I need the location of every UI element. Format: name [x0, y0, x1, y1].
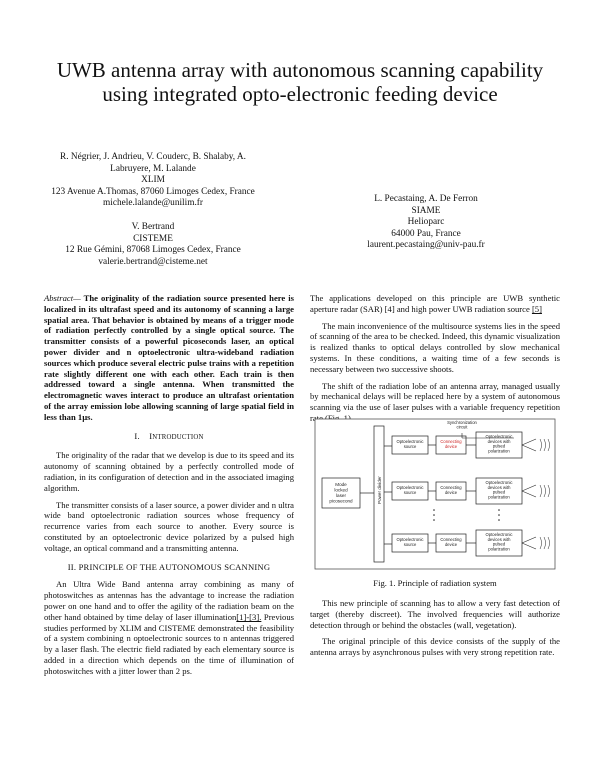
pulsed-device-label: devices with: [488, 537, 511, 542]
radiation-wave-icon: [543, 438, 546, 452]
laser-label: picosecond: [329, 499, 353, 504]
pulsed-device-box: [475, 477, 523, 505]
optoelectronic-source-label: Optoelectronic: [397, 485, 424, 490]
paragraph: The applications developed on this princ…: [310, 293, 560, 314]
laser-box: [321, 477, 361, 509]
paper-title: UWB antenna array with autonomous scanni…: [56, 58, 544, 106]
antenna-icon: [521, 542, 537, 550]
optoelectronic-source-label: Optoelectronic: [397, 537, 424, 542]
paragraph: The transmitter consists of a laser sour…: [44, 499, 294, 553]
pulsed-device-label: polarization: [488, 448, 510, 453]
paragraph: The originality of the radar that we dev…: [44, 450, 294, 493]
section-heading-principle: II. PRINCIPLE OF THE AUTONOMOUS SCANNING: [67, 561, 271, 572]
institution: SIAME: [411, 205, 441, 216]
power-divider-label: Power divider: [377, 476, 382, 504]
section-heading-introduction: I. INTRODUCTION: [134, 430, 204, 441]
paragraph: The shift of the radiation lobe of an an…: [310, 380, 560, 423]
abstract-text: The originality of the radiation source …: [44, 293, 294, 422]
abstract: Abstract— The originality of the radiati…: [44, 293, 294, 423]
paragraph: The main inconvenience of the multisourc…: [310, 320, 560, 374]
radiation-wave-icon: [543, 536, 546, 550]
radiation-wave-icon: [543, 484, 546, 498]
right-column-continued: This new principle of scanning has to al…: [310, 598, 560, 664]
laser-label: laser: [336, 493, 346, 498]
connecting-device-label: device: [445, 542, 458, 547]
affiliation-xlim: R. Négrier, J. Andrieu, V. Couderc, B. S…: [28, 152, 278, 210]
address: 64000 Pau, France: [391, 228, 461, 239]
address: 123 Avenue A.Thomas, 87060 Limoges Cedex…: [51, 186, 255, 197]
affiliation-cisteme: V. Bertrand CISTEME 12 Rue Gémini, 87068…: [28, 222, 278, 268]
pulsed-device-label: pulsed: [493, 444, 506, 449]
pulsed-device-label: pulsed: [493, 490, 506, 495]
radiation-wave-icon: [547, 438, 550, 452]
institution: CISTEME: [133, 233, 173, 244]
paragraph: An Ultra Wide Band antenna array combini…: [44, 579, 294, 676]
citation-link[interactable]: [1]-[3].: [236, 611, 262, 622]
optoelectronic-source-label: source: [404, 542, 417, 547]
sync-circuit-label: circuit: [457, 425, 469, 430]
antenna-icon: [521, 444, 537, 452]
radiation-wave-icon: [539, 484, 542, 498]
paragraph: This new principle of scanning has to al…: [310, 598, 560, 630]
paragraph: The original principle of this device co…: [310, 636, 560, 658]
connecting-device-label: Connecting: [440, 485, 462, 490]
antenna-icon: [521, 484, 537, 492]
email: laurent.pecastaing@univ-pau.fr: [367, 240, 485, 250]
right-column: The applications developed on this princ…: [310, 293, 560, 430]
pulsed-device-label: Optoelectronic: [486, 480, 513, 485]
figure-row: OptoelectronicsourceConnectingdeviceOpto…: [391, 431, 550, 459]
author-names: V. Bertrand: [131, 222, 175, 232]
figure-row: OptoelectronicsourceConnectingdeviceOpto…: [391, 477, 550, 505]
figure-row: OptoelectronicsourceConnectingdeviceOpto…: [391, 529, 550, 557]
figure-caption: Fig. 1. Principle of radiation system: [373, 578, 497, 588]
institution: XLIM: [141, 175, 165, 185]
pulsed-device-label: Optoelectronic: [486, 532, 513, 537]
optoelectronic-source-label: source: [404, 444, 417, 449]
abstract-lead: Abstract—: [44, 293, 81, 303]
antenna-icon: [521, 490, 537, 498]
place: Helioparc: [407, 217, 445, 227]
author-names: R. Négrier, J. Andrieu, V. Couderc, B. S…: [60, 152, 246, 162]
optoelectronic-source-label: Optoelectronic: [397, 439, 424, 444]
antenna-icon: [521, 438, 537, 446]
optoelectronic-source-label: source: [404, 490, 417, 495]
pulsed-device-box: [475, 529, 523, 557]
connecting-device-label: device: [445, 444, 458, 449]
email: valerie.bertrand@cisteme.net: [98, 256, 208, 267]
author-names: L. Pecastaing, A. De Ferron: [374, 194, 478, 204]
pulsed-device-label: devices with: [488, 485, 511, 490]
citation-link[interactable]: [5]: [531, 303, 542, 314]
author-names: Labruyere, M. Lalande: [110, 163, 196, 174]
connecting-device-label: Connecting: [440, 537, 462, 542]
email: michele.lalande@unilim.fr: [103, 198, 203, 208]
pulsed-device-label: Optoelectronic: [486, 434, 513, 439]
antenna-icon: [521, 536, 537, 544]
radiation-wave-icon: [539, 536, 542, 550]
affiliation-siame: L. Pecastaing, A. De Ferron SIAME Heliop…: [326, 194, 526, 252]
address: 12 Rue Gémini, 87068 Limoges Cedex, Fran…: [65, 245, 241, 255]
laser-label: locked: [334, 488, 348, 493]
power-divider-box: [373, 425, 385, 563]
pulsed-device-box: [475, 431, 523, 459]
sync-circuit-label: Synchronization: [447, 420, 477, 425]
connecting-device-label: Connecting: [440, 439, 462, 444]
laser-label: Mode: [335, 482, 347, 487]
connecting-device-label: device: [445, 490, 458, 495]
pulsed-device-label: devices with: [488, 439, 511, 444]
radiation-wave-icon: [547, 484, 550, 498]
left-column: Abstract— The originality of the radiati…: [44, 293, 294, 683]
radiation-wave-icon: [547, 536, 550, 550]
radiation-wave-icon: [539, 438, 542, 452]
pulsed-device-label: polarization: [488, 494, 510, 499]
pulsed-device-label: pulsed: [493, 542, 506, 547]
pulsed-device-label: polarization: [488, 546, 510, 551]
